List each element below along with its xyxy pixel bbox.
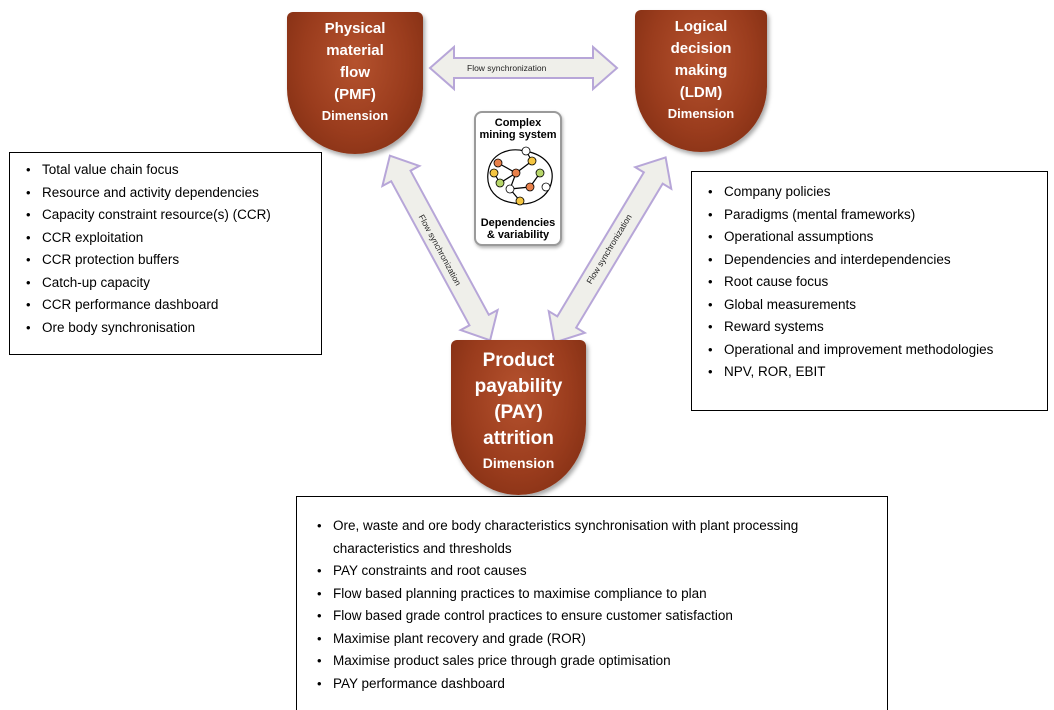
pay-subtitle: Dimension <box>482 455 555 471</box>
list-item: Flow based planning practices to maximis… <box>313 583 867 606</box>
ldm-title-line-2: decision <box>670 40 732 57</box>
flow-label-top: Flow synchronization <box>467 63 547 73</box>
ldm-subtitle: Dimension <box>667 106 735 121</box>
center-title-line-2: mining system <box>479 129 557 141</box>
list-item: Company policies <box>704 181 1041 204</box>
pay-title-line-2: payability <box>474 376 563 397</box>
pay-title-line-4: attrition <box>483 428 554 449</box>
list-item: PAY constraints and root causes <box>313 560 867 583</box>
list-item: NPV, ROR, EBIT <box>704 361 1041 384</box>
pmf-title-line-2: material <box>326 42 384 59</box>
pmf-dimension-shield: Physical material flow (PMF) Dimension <box>287 12 423 154</box>
list-item: Maximise plant recovery and grade (ROR) <box>313 628 867 651</box>
ldm-dimension-shield: Logical decision making (LDM) Dimension <box>635 10 767 152</box>
list-item: Operational and improvement methodologie… <box>704 339 1041 362</box>
list-item: CCR protection buffers <box>22 249 315 272</box>
pmf-subtitle: Dimension <box>321 108 389 123</box>
ldm-title-line-3: making <box>674 62 728 79</box>
list-item: Root cause focus <box>704 271 1041 294</box>
list-item: Maximise product sales price through gra… <box>313 650 867 673</box>
list-item: PAY performance dashboard <box>313 673 867 696</box>
list-item: CCR performance dashboard <box>22 294 315 317</box>
list-item: Paradigms (mental frameworks) <box>704 204 1041 227</box>
pay-list: Ore, waste and ore body characteristics … <box>313 515 867 695</box>
complex-mining-system-panel: Complex mining system Dependencies & var… <box>474 111 562 246</box>
list-item: Capacity constraint resource(s) (CCR) <box>22 204 315 227</box>
pmf-list: Total value chain focus Resource and act… <box>22 159 315 339</box>
list-item: Operational assumptions <box>704 226 1041 249</box>
pmf-title-line-1: Physical <box>324 20 386 37</box>
pay-title-line-3: (PAY) <box>494 402 543 423</box>
list-item: Catch-up capacity <box>22 272 315 295</box>
list-item: Reward systems <box>704 316 1041 339</box>
ldm-title-line-4: (LDM) <box>679 84 723 101</box>
ldm-list: Company policies Paradigms (mental frame… <box>704 181 1041 384</box>
list-item: Global measurements <box>704 294 1041 317</box>
list-item: CCR exploitation <box>22 227 315 250</box>
center-caption-line-1: Dependencies <box>480 217 556 229</box>
pmf-characteristics-box: Total value chain focus Resource and act… <box>9 152 322 355</box>
flow-arrow-top <box>428 44 619 92</box>
center-caption-line-2: & variability <box>486 229 550 241</box>
pmf-title-line-3: flow <box>340 64 370 81</box>
network-graph-icon <box>487 146 553 206</box>
list-item: Dependencies and interdependencies <box>704 249 1041 272</box>
center-title-line-1: Complex <box>494 117 542 129</box>
pmf-title-line-4: (PMF) <box>334 86 376 103</box>
list-item: Flow based grade control practices to en… <box>313 605 867 628</box>
ldm-title-line-1: Logical <box>674 18 728 35</box>
ldm-characteristics-box: Company policies Paradigms (mental frame… <box>691 171 1048 411</box>
pay-characteristics-box: Ore, waste and ore body characteristics … <box>296 496 888 710</box>
list-item: Total value chain focus <box>22 159 315 182</box>
pay-title-line-1: Product <box>482 350 555 371</box>
center-caption: Dependencies & variability <box>476 217 560 241</box>
list-item: Ore, waste and ore body characteristics … <box>313 515 853 560</box>
flow-arrow-right <box>547 156 673 344</box>
pay-dimension-shield: Product payability (PAY) attrition Dimen… <box>451 340 586 495</box>
list-item: Resource and activity dependencies <box>22 182 315 205</box>
list-item: Ore body synchronisation <box>22 317 315 340</box>
